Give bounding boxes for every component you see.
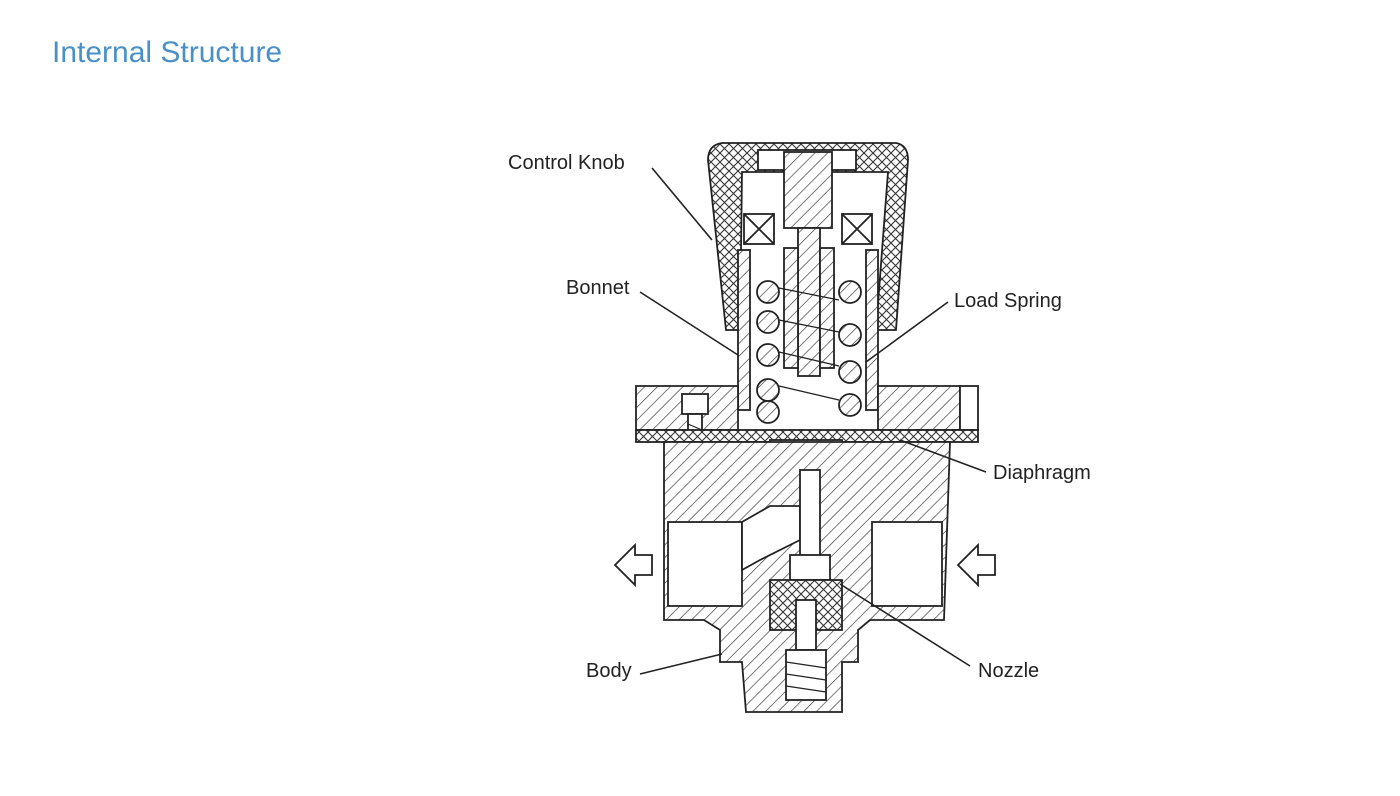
page-title: Internal Structure xyxy=(52,36,283,69)
label-body: Body xyxy=(586,660,632,682)
label-diaphragm: Diaphragm xyxy=(993,462,1091,484)
bearing-left xyxy=(743,213,775,245)
leader-load-spring xyxy=(865,301,949,363)
leader-nozzle xyxy=(839,583,971,667)
bonnet-wall-right xyxy=(865,249,879,411)
spring-guide-left xyxy=(783,247,799,369)
spring-guide-right xyxy=(819,247,835,369)
load-spring xyxy=(756,280,862,424)
inlet-port xyxy=(871,521,943,607)
label-nozzle: Nozzle xyxy=(978,660,1039,682)
leader-control-knob xyxy=(651,167,713,241)
label-bonnet: Bonnet xyxy=(566,277,630,299)
control-knob-shape xyxy=(707,142,909,331)
bolt-head xyxy=(681,393,709,415)
bearing-right xyxy=(841,213,873,245)
inlet-flow-arrow xyxy=(956,542,996,588)
leader-body xyxy=(639,653,723,675)
outlet-flow-arrow xyxy=(613,542,653,588)
label-control-knob: Control Knob xyxy=(508,152,625,174)
adjusting-stem xyxy=(797,227,821,377)
bonnet-wall-left xyxy=(737,249,751,411)
leader-diaphragm xyxy=(899,439,987,473)
outlet-port xyxy=(667,521,743,607)
label-load-spring: Load Spring xyxy=(954,290,1062,312)
leader-bonnet xyxy=(639,291,739,356)
adjusting-screw xyxy=(783,151,833,229)
